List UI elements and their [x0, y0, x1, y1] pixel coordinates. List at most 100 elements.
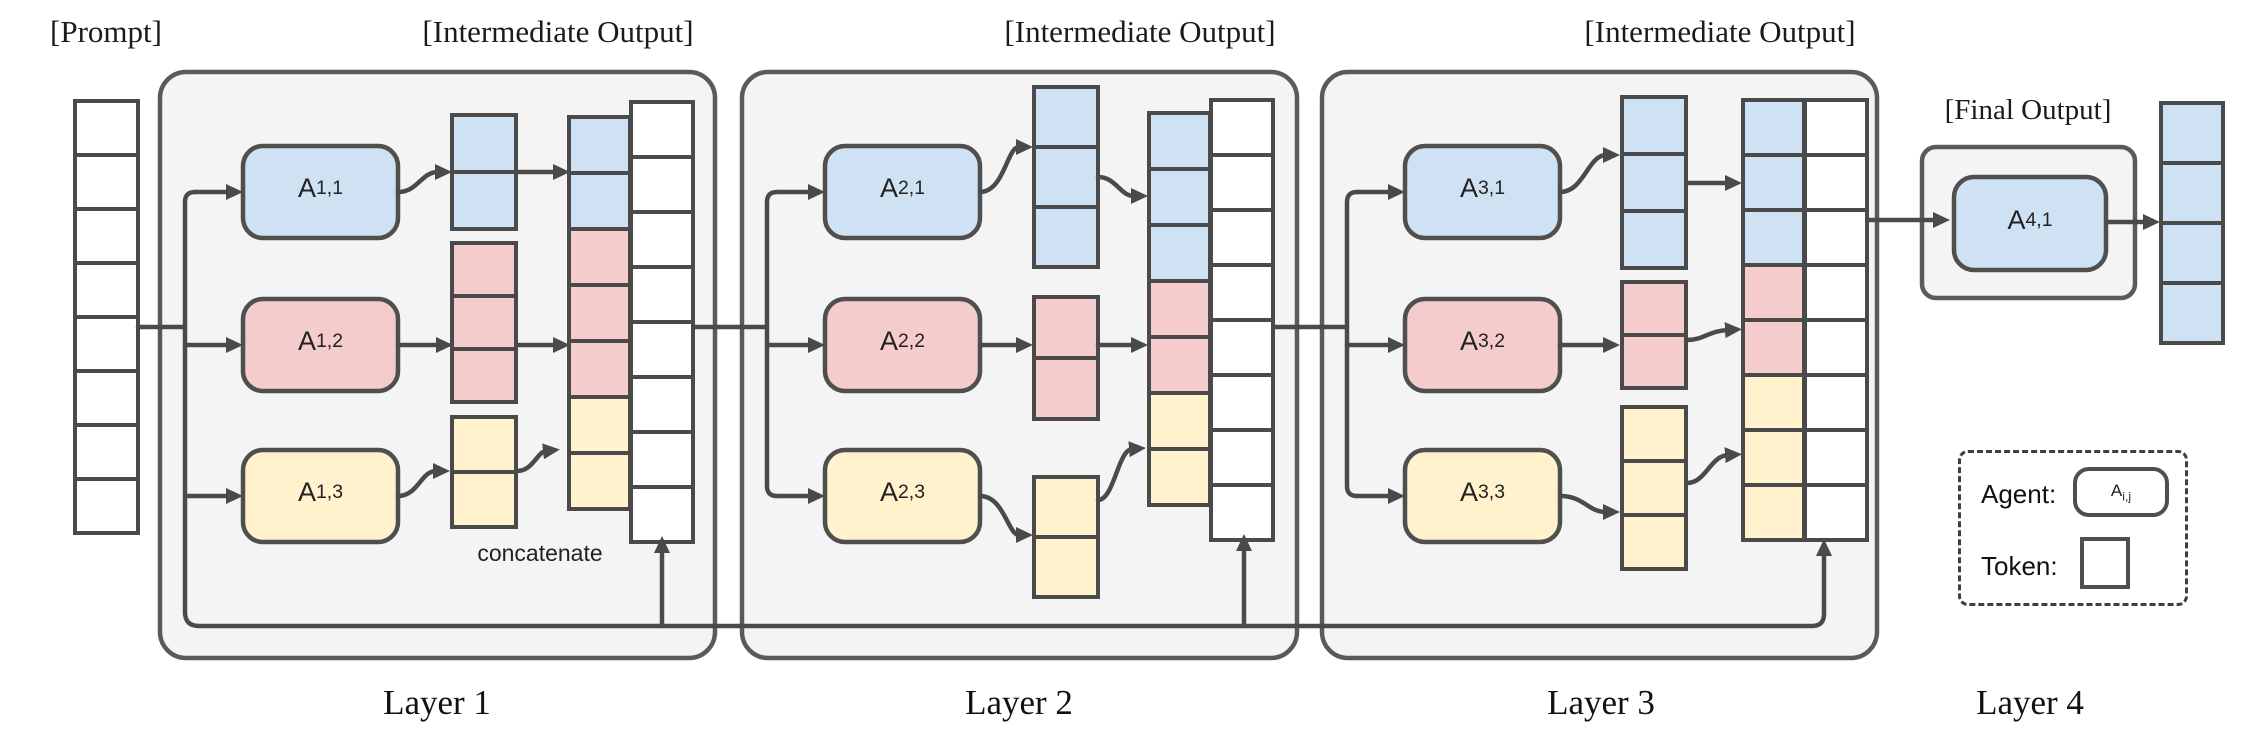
- layer-2-concat-column-pink-token-cell: [1147, 335, 1212, 395]
- layer-3-context-column-white-token-cell: [1803, 373, 1869, 432]
- final-output-column-blue-token-cell: [2159, 281, 2225, 345]
- wire-l2-blue-concat: [1095, 174, 1148, 204]
- layer-1-concat-column-yellow-token-cell: [567, 451, 632, 511]
- layer-2-concat-column-yellow-token-cell: [1147, 391, 1212, 451]
- layer-2-agent-output-column-yellow-token-cell: [1032, 535, 1100, 599]
- layer-3-agent-output-column-pink-token-cell: [1620, 280, 1688, 337]
- layer-1-agent-output-column-blue-token-cell: [450, 113, 518, 174]
- layer-3-context-column-white-token-cell: [1803, 428, 1869, 487]
- layer-2-context-column-white-token-cell: [1209, 428, 1275, 487]
- layer-1-context-column-white-token-cell: [629, 210, 695, 269]
- intermediate-output-header-1: [Intermediate Output]: [422, 14, 694, 49]
- layer-2-concat-column-blue-token-cell: [1147, 223, 1212, 283]
- layer-2-concat-column-blue-token-cell: [1147, 167, 1212, 227]
- layer-1-context-column-white-token-cell: [629, 320, 695, 379]
- layer-3-agent-output-column-yellow-token-cell: [1620, 405, 1688, 463]
- prompt-column-white-token-cell: [73, 153, 140, 211]
- layer-2-agent-output-column-yellow-token-cell: [1032, 475, 1100, 539]
- layer-2-concat-column-yellow-token-cell: [1147, 447, 1212, 507]
- layer-1-agent-output-column-yellow-token-cell: [450, 470, 518, 529]
- layer-2-agent-output-column-blue-token-cell: [1032, 85, 1100, 149]
- layer-3-label: Layer 3: [1547, 683, 1655, 722]
- layer-1-concat-column-yellow-token-cell: [567, 395, 632, 455]
- layer-4-label: Layer 4: [1976, 683, 2084, 722]
- layer-2-context-column-white-token-cell: [1209, 373, 1275, 432]
- prompt-column-white-token-cell: [73, 261, 140, 319]
- wire-l1-yellow-concat: [514, 443, 560, 474]
- layer-2-context-column-white-token-cell: [1209, 153, 1275, 212]
- legend-token-symbol: [2080, 537, 2130, 589]
- wire-a33-out: [1557, 493, 1620, 520]
- layer-3-concat-column-blue-token-cell: [1741, 153, 1806, 212]
- layer-1-context-column-white-token-cell: [629, 100, 695, 159]
- layer-3-context-column-white-token-cell: [1803, 98, 1869, 157]
- layer-3-agent-output-column-yellow-token-cell: [1620, 459, 1688, 517]
- layer-1-context-column-white-token-cell: [629, 265, 695, 324]
- layer-3-agent-output-column-blue-token-cell: [1620, 152, 1688, 213]
- layer-3-agent-output-column-pink-token-cell: [1620, 333, 1688, 390]
- layer-3-concat-column-yellow-token-cell: [1741, 428, 1806, 487]
- wire-a31-out: [1557, 147, 1620, 195]
- layer-2-agent-output-column-blue-token-cell: [1032, 145, 1100, 209]
- layer-3-context-column-white-token-cell: [1803, 483, 1869, 542]
- layer-2-agent-output-column-pink-token-cell: [1032, 295, 1100, 360]
- layer-3-context-column-white-token-cell: [1803, 208, 1869, 267]
- layer-2-context-column-white-token-cell: [1209, 98, 1275, 157]
- layer-1-context-column-white-token-cell: [629, 430, 695, 489]
- legend: Agent: Token: Ai,j: [1958, 450, 2188, 606]
- layer-1-context-column-white-token-cell: [629, 155, 695, 214]
- layer-3-concat-column-pink-token-cell: [1741, 318, 1806, 377]
- layer-1-concat-column-pink-token-cell: [567, 339, 632, 399]
- layer-3-context-column-white-token-cell: [1803, 318, 1869, 377]
- layer-2-agent-output-column-pink-token-cell: [1032, 356, 1100, 421]
- layer-2-agent-output-column-blue-token-cell: [1032, 205, 1100, 269]
- layer-3-agent-output-column-yellow-token-cell: [1620, 513, 1688, 571]
- layer-2-context-column-white-token-cell: [1209, 263, 1275, 322]
- wire-a13-out: [395, 463, 450, 499]
- layer-3-concat-column-blue-token-cell: [1741, 98, 1806, 157]
- layer-3-concat-column-blue-token-cell: [1741, 208, 1806, 267]
- layer-1-agent-output-column-pink-token-cell: [450, 294, 518, 351]
- prompt-column-white-token-cell: [73, 315, 140, 373]
- layer-1-agent-output-column-blue-token-cell: [450, 170, 518, 231]
- final-output-column-blue-token-cell: [2159, 101, 2225, 165]
- prompt-column-white-token-cell: [73, 423, 140, 481]
- layer-3-concat-column-yellow-token-cell: [1741, 373, 1806, 432]
- layer-2-label: Layer 2: [965, 683, 1073, 722]
- layer-3-context-column-white-token-cell: [1803, 153, 1869, 212]
- intermediate-output-header-3: [Intermediate Output]: [1584, 14, 1856, 49]
- prompt-column-white-token-cell: [73, 369, 140, 427]
- layer-3-concat-column-pink-token-cell: [1741, 263, 1806, 322]
- final-output-column-blue-token-cell: [2159, 221, 2225, 285]
- layer-2-concat-column-blue-token-cell: [1147, 111, 1212, 171]
- wire-a21-out: [977, 139, 1033, 195]
- layer-3-context-column-white-token-cell: [1803, 263, 1869, 322]
- wire-a11-out: [395, 164, 452, 195]
- intermediate-output-header-2: [Intermediate Output]: [1004, 14, 1276, 49]
- legend-agent-symbol-text: Ai,j: [2110, 480, 2132, 504]
- prompt-column-white-token-cell: [73, 477, 140, 535]
- layer-1-agent-output-column-pink-token-cell: [450, 347, 518, 404]
- wire-a23-out: [977, 493, 1033, 543]
- layer-2-context-column-white-token-cell: [1209, 208, 1275, 267]
- layer-1-concat-column-blue-token-cell: [567, 171, 632, 231]
- layer-1-concat-column-pink-token-cell: [567, 283, 632, 343]
- wire-l3-yellow-concat: [1684, 447, 1742, 486]
- layer-1-context-column-white-token-cell: [629, 375, 695, 434]
- wire-l3-pink-concat: [1684, 322, 1742, 343]
- prompt-column-white-token-cell: [73, 207, 140, 265]
- layer-2-concat-column-pink-token-cell: [1147, 279, 1212, 339]
- layer-1-concat-column-pink-token-cell: [567, 227, 632, 287]
- layer-2-context-column-white-token-cell: [1209, 483, 1275, 542]
- layer-2-context-column-white-token-cell: [1209, 318, 1275, 377]
- layer-3-agent-output-column-blue-token-cell: [1620, 209, 1688, 270]
- layer-1-agent-output-column-pink-token-cell: [450, 241, 518, 298]
